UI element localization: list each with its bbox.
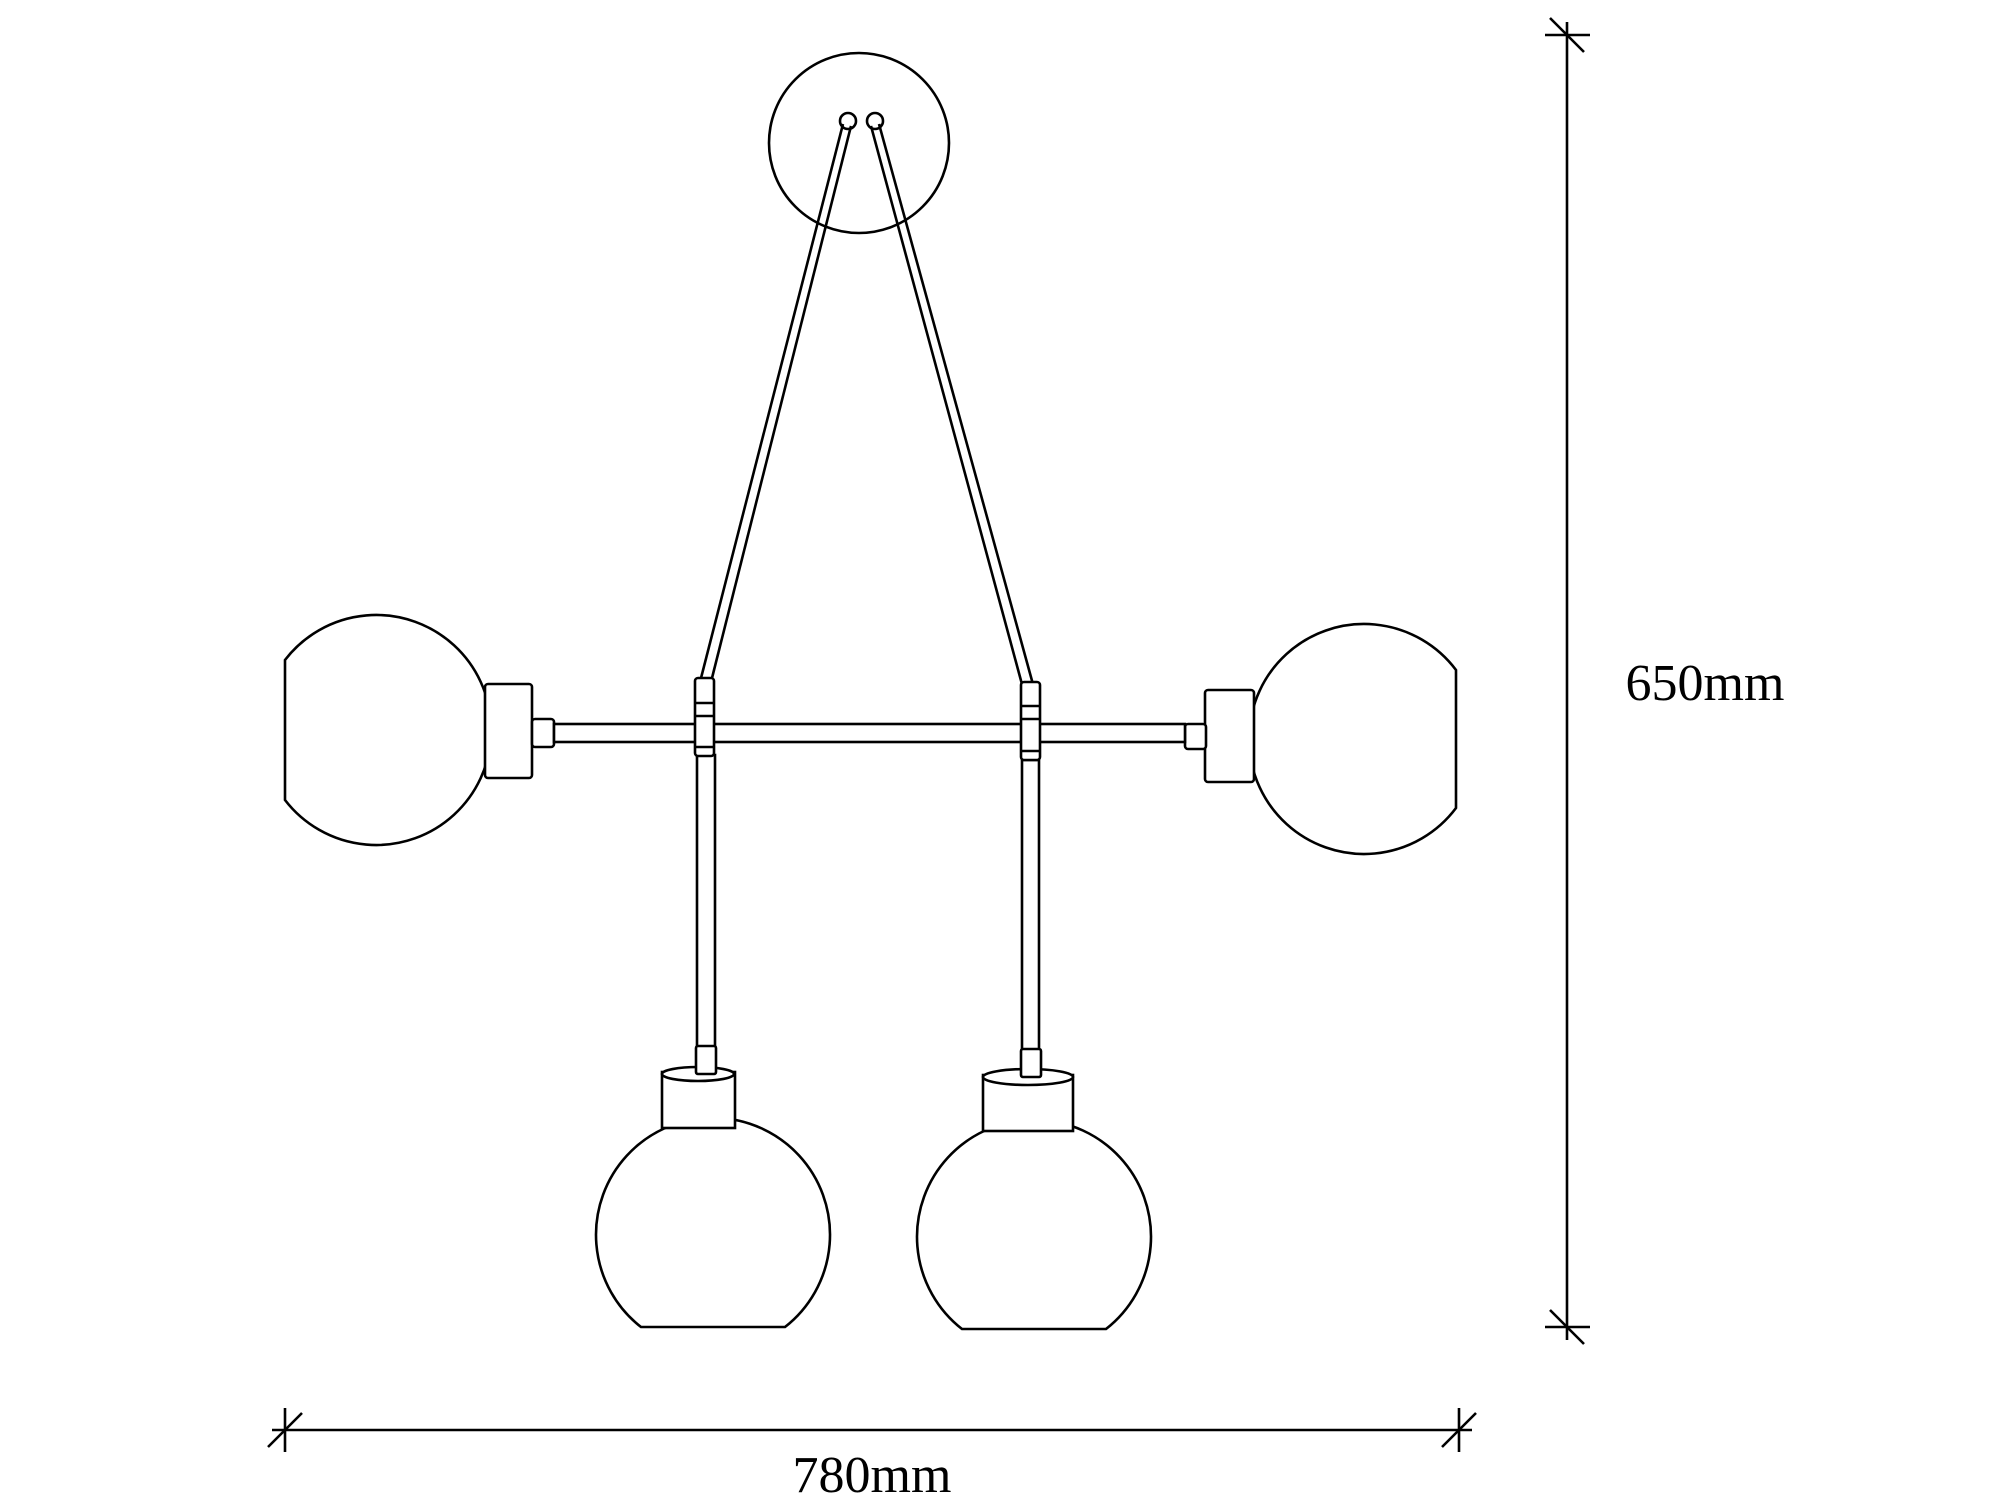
- suspension-cable-left: [698, 123, 853, 683]
- width-label: 780mm: [793, 1447, 952, 1500]
- bar-clamp-left: [693, 676, 716, 758]
- ceiling-canopy: [767, 51, 951, 235]
- side-globe-left: [283, 613, 493, 847]
- socket-cap-left: [483, 682, 534, 780]
- pendant-cap-left: [660, 1044, 737, 1130]
- connector-right: [1183, 722, 1208, 751]
- pendant-cap-right: [981, 1047, 1075, 1133]
- suspension-cable-right: [869, 123, 1036, 689]
- width-dimension-line: [267, 1408, 1477, 1452]
- socket-cap-right: [1203, 688, 1256, 784]
- horizontal-bar: [552, 722, 1187, 744]
- connector-left: [530, 717, 556, 749]
- pendant-globe-right: [915, 1118, 1153, 1331]
- pendant-globe-left: [594, 1116, 832, 1329]
- height-dimension-line: [1545, 17, 1590, 1345]
- side-globe-right: [1247, 622, 1458, 856]
- height-label: 650mm: [1626, 655, 1785, 712]
- bar-clamp-right: [1019, 680, 1042, 762]
- drop-rod-right: [1020, 758, 1041, 1062]
- drop-rod-left: [695, 753, 717, 1057]
